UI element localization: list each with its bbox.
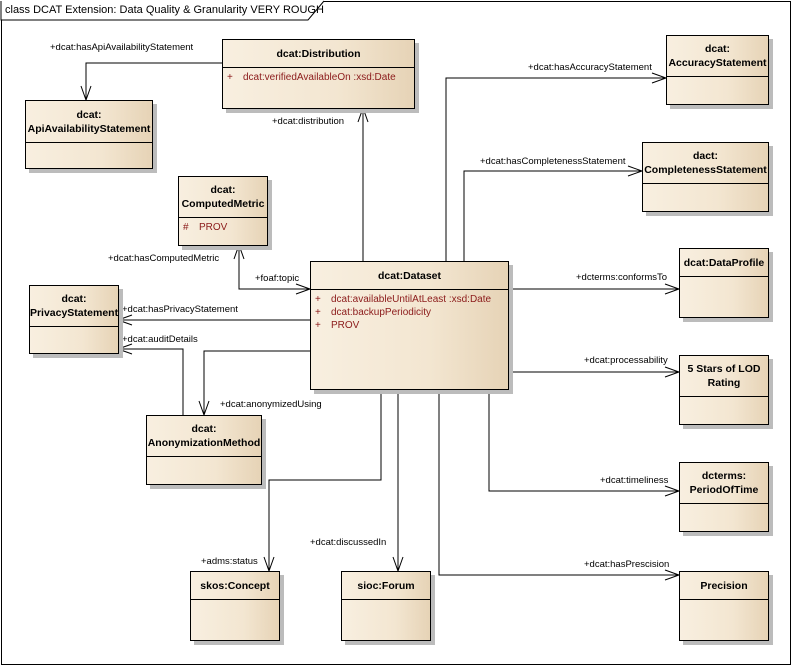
class-name: dcat: PrivacyStatement: [30, 286, 118, 327]
class-name: dcat:Distribution: [223, 40, 414, 68]
attribute-row[interactable]: +dcat:availableUntilAtLeast :xsd:Date: [315, 294, 492, 305]
role-label: +dcat:hasCompletenessStatement: [480, 156, 626, 167]
assoc-line-completeness: [463, 170, 642, 261]
class-name: dcat:Dataset: [311, 262, 508, 290]
class-name: dcat: AnonymizationMethod: [147, 416, 261, 457]
role-label: +dcat:hasAccuracyStatement: [528, 62, 652, 73]
attribute-row[interactable]: +dcat:backupPeriodicity: [315, 307, 432, 318]
class-name: dcat:DataProfile: [680, 249, 768, 277]
role-label: +dcterms:conformsTo: [576, 272, 668, 283]
role-label: +dcat:distribution: [272, 116, 345, 127]
class-name: skos:Concept: [191, 572, 279, 600]
class-dataset[interactable]: dcat:Dataset +dcat:availableUntilAtLeast…: [310, 261, 509, 390]
assoc-line-status: [268, 389, 382, 571]
role-label: +dcat:anonymizedUsing: [220, 399, 322, 410]
class-completeness-statement[interactable]: dact: CompletenessStatement: [642, 142, 769, 212]
role-label: +dcat:timeliness: [600, 475, 669, 486]
role-label: +dcat:hasApiAvailabilityStatement: [50, 42, 194, 53]
role-label: +dcat:auditDetails: [122, 334, 198, 345]
assoc-line-accuracy: [445, 77, 666, 261]
class-accuracy-statement[interactable]: dcat: AccuracyStatement: [666, 35, 769, 105]
class-name: sioc:Forum: [342, 572, 430, 600]
role-label: +dcat:hasPrivacyStatement: [122, 304, 238, 315]
class-name: dcat: AccuracyStatement: [667, 36, 768, 77]
assoc-line-anonymization: [203, 350, 310, 415]
class-period-of-time[interactable]: dcterms: PeriodOfTime: [679, 462, 769, 532]
class-api-availability-statement[interactable]: dcat: ApiAvailabilityStatement: [25, 100, 153, 169]
assoc-line-timeliness: [488, 389, 679, 492]
class-name: Precision: [680, 572, 768, 600]
role-label: +foaf:topic: [255, 273, 300, 284]
role-label: +adms:status: [201, 556, 258, 567]
class-name: 5 Stars of LOD Rating: [680, 356, 768, 397]
class-name: dact: CompletenessStatement: [643, 143, 768, 184]
role-label: +dcat:discussedIn: [310, 537, 387, 548]
role-label: +dcat:hasComputedMetric: [108, 253, 220, 264]
class-name: dcat: ApiAvailabilityStatement: [26, 101, 152, 143]
diagram-title-tab: [0, 0, 325, 21]
class-five-stars-lod-rating[interactable]: 5 Stars of LOD Rating: [679, 355, 769, 425]
assoc-line-computed-metric: [238, 245, 310, 290]
class-anonymization-method[interactable]: dcat: AnonymizationMethod: [146, 415, 262, 485]
assoc-line-api-availability: [85, 62, 222, 100]
class-computed-metric[interactable]: dcat: ComputedMetric #PROV: [178, 176, 268, 246]
role-label: +dcat:hasPrescision: [584, 559, 670, 570]
diagram-title: class DCAT Extension: Data Quality & Gra…: [5, 4, 324, 16]
class-skos-concept[interactable]: skos:Concept: [190, 571, 280, 641]
class-sioc-forum[interactable]: sioc:Forum: [341, 571, 431, 641]
class-data-profile[interactable]: dcat:DataProfile: [679, 248, 769, 318]
assoc-line-precision: [438, 389, 679, 576]
assoc-line-audit-details: [118, 348, 184, 415]
role-label: +dcat:processability: [584, 355, 668, 366]
class-distribution[interactable]: dcat:Distribution +dcat:verifiedAvailabl…: [222, 39, 415, 109]
class-precision[interactable]: Precision: [679, 571, 769, 641]
attribute-row[interactable]: +PROV: [315, 320, 360, 331]
class-name: dcterms: PeriodOfTime: [680, 463, 768, 504]
attribute-row[interactable]: #PROV: [183, 222, 228, 233]
class-privacy-statement[interactable]: dcat: PrivacyStatement: [29, 285, 119, 354]
class-name: dcat: ComputedMetric: [179, 177, 267, 218]
attribute-row[interactable]: +dcat:verifiedAvailableOn :xsd:Date: [227, 72, 396, 83]
